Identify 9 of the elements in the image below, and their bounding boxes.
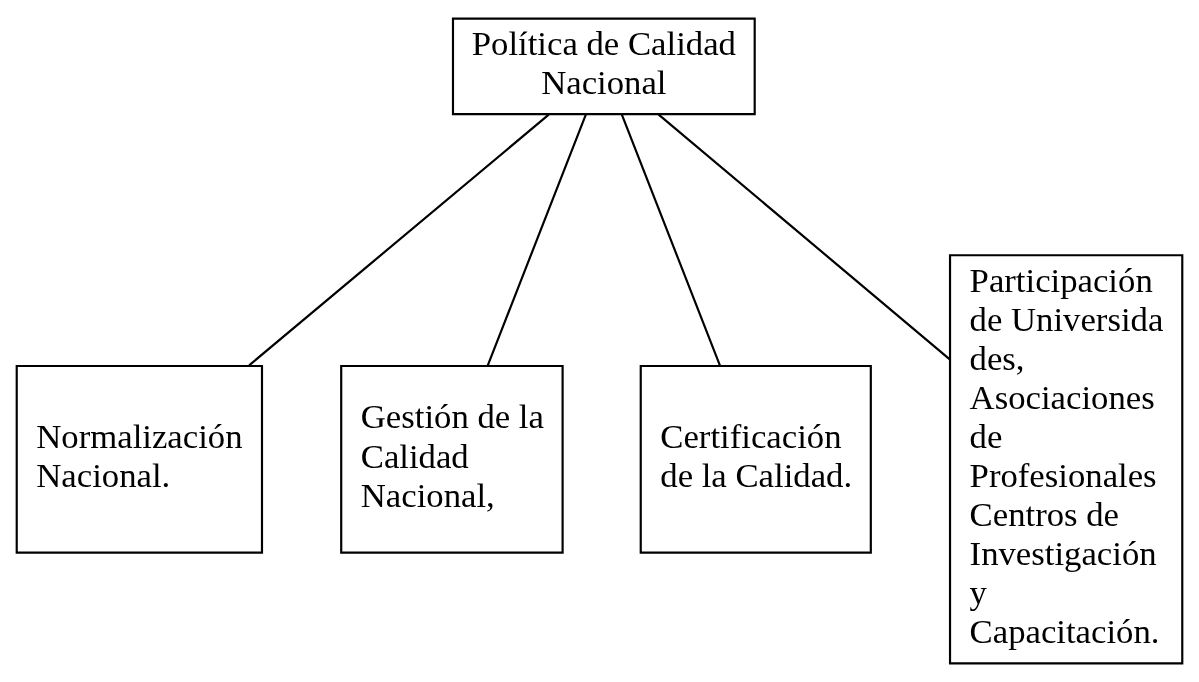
connector xyxy=(248,113,550,367)
node-box: Certificación de la Calidad. xyxy=(639,364,872,554)
connector xyxy=(658,113,951,360)
connector xyxy=(486,114,587,366)
node-box: Política de Calidad Nacional xyxy=(451,17,756,116)
node-box: Normalización Nacional. xyxy=(15,364,264,554)
connector xyxy=(620,114,721,366)
node-box: Gestión de la Calidad Nacional, xyxy=(340,364,564,554)
node-box: Participación de Universidades, Asociaciones de Profesionales Centros de Investigación y Capacitación. xyxy=(948,254,1184,665)
